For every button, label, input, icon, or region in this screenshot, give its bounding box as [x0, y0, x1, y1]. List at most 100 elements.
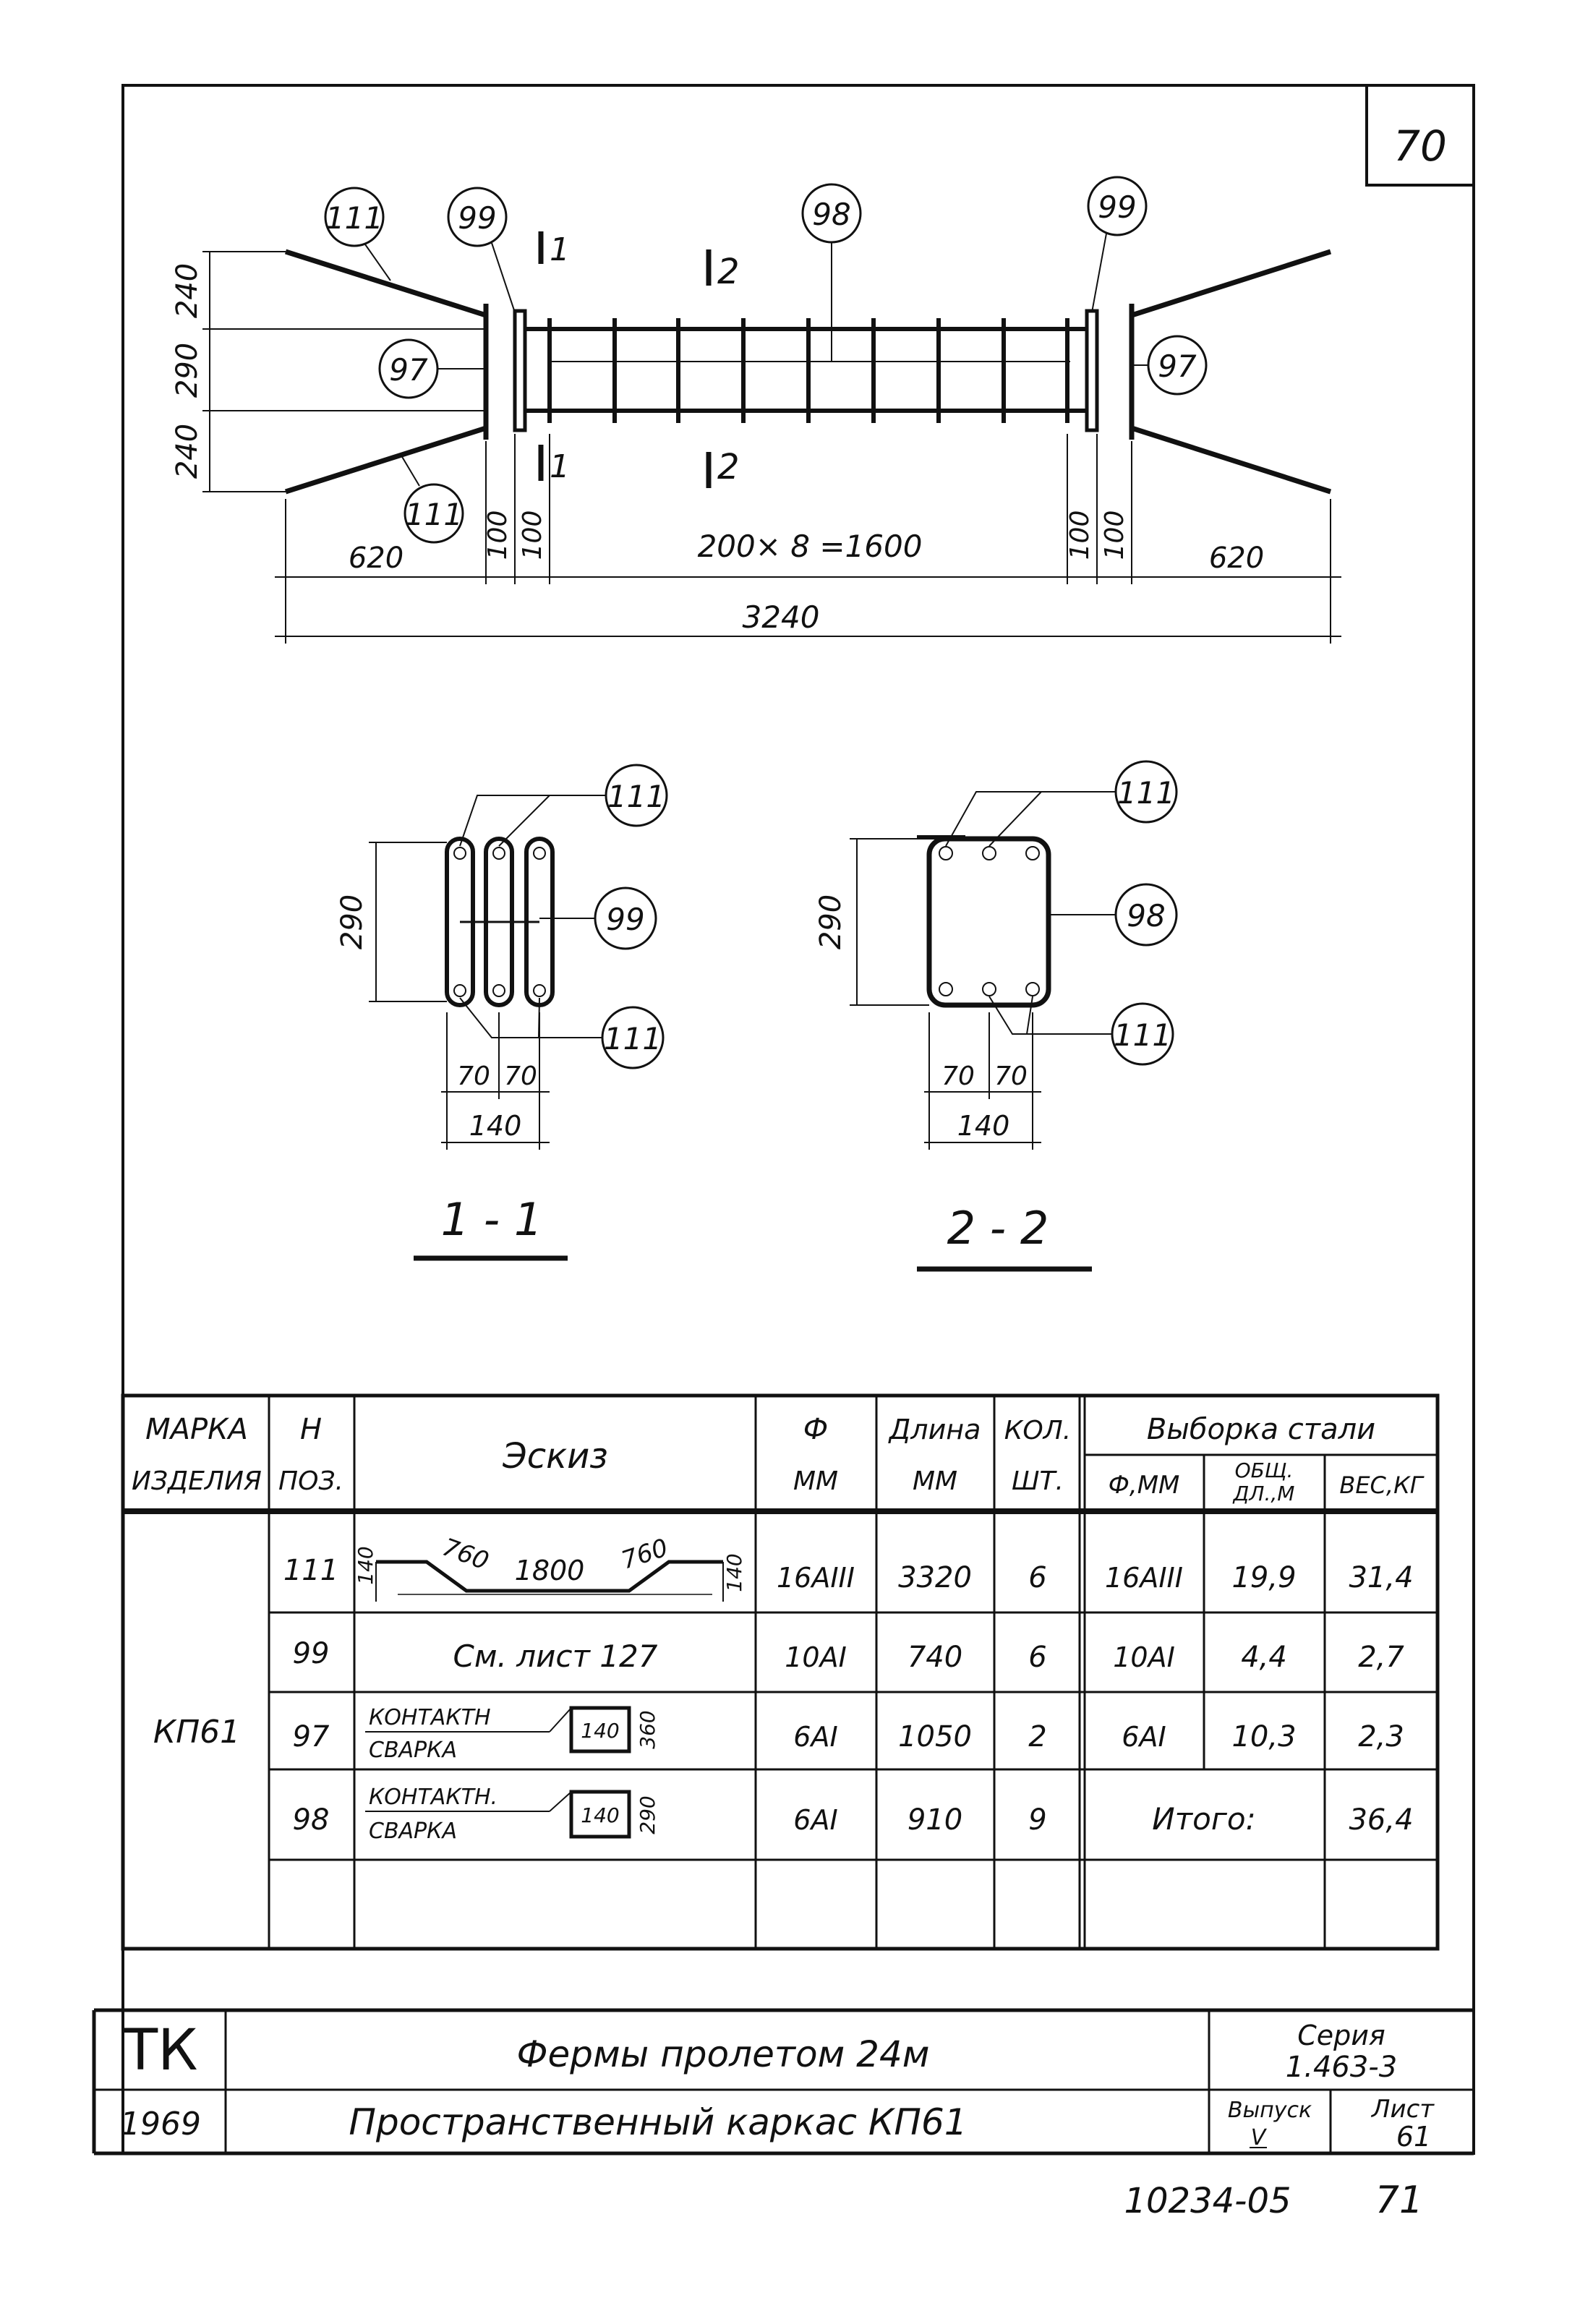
footer-page: 71: [1375, 2179, 1423, 2222]
s2-dim-290: 290: [814, 894, 847, 949]
row3-box: 140: [581, 1719, 619, 1743]
row2-steel-wt: 2,7: [1358, 1641, 1404, 1674]
section-mark-1-top: 1: [550, 231, 570, 268]
dim-100-b: 100: [518, 510, 547, 560]
s1-callout-bot: 111: [604, 1021, 662, 1056]
hdr-steel-wt: ВЕС,КГ: [1339, 1471, 1424, 1499]
hdr-dia-2: ММ: [793, 1466, 838, 1496]
dim-1600: 200× 8 =1600: [698, 529, 923, 564]
callout-97-left-label: 97: [389, 352, 428, 388]
sheet-corner-number: 70: [1393, 121, 1447, 171]
dim-100-d: 100: [1100, 510, 1130, 560]
row3-dia: 6АI: [793, 1721, 837, 1753]
sketch-111-d: 760: [618, 1533, 672, 1575]
row4-qty: 9: [1028, 1803, 1046, 1837]
row2-pos: 99: [293, 1637, 330, 1670]
row3-steel-dia: 6АI: [1122, 1721, 1166, 1753]
row1-steel-len: 19,9: [1231, 1561, 1296, 1594]
row1-qty: 6: [1028, 1561, 1046, 1594]
series-value: 1.463-3: [1286, 2051, 1397, 2084]
row4-sketch-2: СВАРКА: [369, 1819, 457, 1844]
row1-len: 3320: [898, 1561, 972, 1594]
row3-qty: 2: [1028, 1720, 1046, 1753]
hdr-steel: Выборка стали: [1147, 1413, 1375, 1446]
footer-code: 10234-05: [1124, 2181, 1291, 2221]
issue-value: V: [1251, 2125, 1268, 2150]
title-block: ТК 1969 Фермы пролетом 24м Пространствен…: [92, 2008, 1474, 2156]
s1-callout-mid: 99: [606, 902, 644, 937]
row4-sketch-1: КОНТАКТН.: [369, 1785, 498, 1810]
row3-len: 1050: [898, 1720, 972, 1753]
row4-box: 140: [581, 1803, 619, 1827]
s1-dim-70-b: 70: [504, 1061, 537, 1091]
row2-steel-dia: 10АI: [1113, 1641, 1175, 1673]
title-line-1: Фермы пролетом 24м: [516, 2033, 929, 2075]
callout-99-right: [1087, 176, 1148, 236]
hdr-len-2: ММ: [913, 1466, 957, 1496]
dim-240-top: 240: [171, 263, 204, 318]
title-org: ТК: [122, 2018, 197, 2083]
row1-steel-wt: 31,4: [1349, 1561, 1413, 1594]
title-line-2: Пространственный каркас КП61: [349, 2101, 967, 2143]
section-mark-1-bottom: 1: [550, 448, 570, 485]
row2-steel-len: 4,4: [1241, 1641, 1287, 1674]
row4-pos: 98: [293, 1803, 330, 1837]
row3-steel-wt: 2,3: [1358, 1720, 1404, 1753]
section-mark-2-bottom: 2: [717, 447, 740, 487]
callout-97-right-label: 97: [1158, 349, 1197, 384]
row3-steel-len: 10,3: [1231, 1720, 1296, 1753]
dim-3240: 3240: [743, 599, 820, 635]
row2-len: 740: [908, 1641, 962, 1674]
row3-sketch-1: КОНТАКТН: [369, 1705, 491, 1730]
callout-98-label: 98: [812, 197, 850, 232]
callout-99-left-label: 99: [458, 200, 496, 236]
hdr-mark-2: ИЗДЕЛИЯ: [132, 1466, 262, 1496]
sheet-label: Лист: [1370, 2095, 1435, 2124]
row4-len: 910: [908, 1803, 962, 1837]
issue-label: Выпуск: [1228, 2098, 1312, 2123]
callout-99-right-label: 99: [1098, 189, 1136, 225]
row3-sketch-2: СВАРКА: [369, 1738, 457, 1763]
spec-table: МАРКА ИЗДЕЛИЯ Н ПОЗ. Эскиз Ф ММ Длина ММ…: [121, 1393, 1440, 1951]
row2-qty: 6: [1028, 1641, 1046, 1674]
sketch-111-e: 140: [722, 1553, 746, 1592]
sketch-111-c: 1800: [515, 1555, 585, 1586]
sketch-111: 140 760 1800 760 140: [354, 1533, 746, 1602]
s2-dim-70-b: 70: [994, 1061, 1028, 1091]
dim-290: 290: [171, 343, 204, 398]
hdr-dia-1: Ф: [803, 1413, 828, 1446]
hdr-steel-dia: Ф,ММ: [1109, 1471, 1180, 1500]
section-2-2: 111 98 111 290 70 70 140 2 - 2: [814, 760, 1178, 1272]
callout-111-top-label: 111: [325, 200, 383, 236]
s2-callout-bot: 111: [1114, 1017, 1171, 1053]
dim-100-c: 100: [1065, 510, 1095, 560]
s2-dim-140: 140: [957, 1110, 1010, 1142]
callout-111-bottom-label: 111: [405, 497, 463, 532]
section-mark-2-top: 2: [717, 252, 740, 292]
row2-dia: 10АI: [785, 1641, 847, 1673]
hdr-mark-1: МАРКА: [145, 1413, 248, 1446]
callout-111-top: [324, 187, 385, 247]
callout-111-bottom: [403, 483, 464, 544]
section-1-1: 111 99 111 290 70 70 140 1 - 1: [336, 764, 668, 1261]
cell-mark: КП61: [153, 1714, 240, 1751]
hdr-qty-1: КОЛ.: [1004, 1416, 1071, 1445]
hdr-pos-2: ПОЗ.: [278, 1466, 343, 1496]
dim-620-right: 620: [1209, 542, 1264, 575]
section-1-title: 1 - 1: [441, 1193, 543, 1246]
section-2-title: 2 - 2: [947, 1202, 1049, 1255]
s1-dim-140: 140: [469, 1110, 522, 1142]
hdr-steel-len-2: ДЛ.,М: [1232, 1482, 1295, 1505]
row1-dia: 16АIII: [777, 1562, 855, 1594]
main-elevation: 1 1 2 2 111 99 98 99 97 97 111 240 290: [171, 176, 1341, 644]
series-label: Серия: [1297, 2020, 1385, 2051]
row3-side: 360: [636, 1710, 659, 1748]
s2-callout-mid: 98: [1127, 898, 1165, 934]
hdr-steel-len-1: ОБЩ.: [1235, 1458, 1294, 1482]
dim-240-bottom: 240: [171, 424, 204, 479]
dim-620-left: 620: [349, 542, 403, 575]
hdr-len-1: Длина: [888, 1414, 981, 1445]
callout-99-left: [447, 187, 508, 247]
row2-sketch: См. лист 127: [453, 1639, 658, 1674]
